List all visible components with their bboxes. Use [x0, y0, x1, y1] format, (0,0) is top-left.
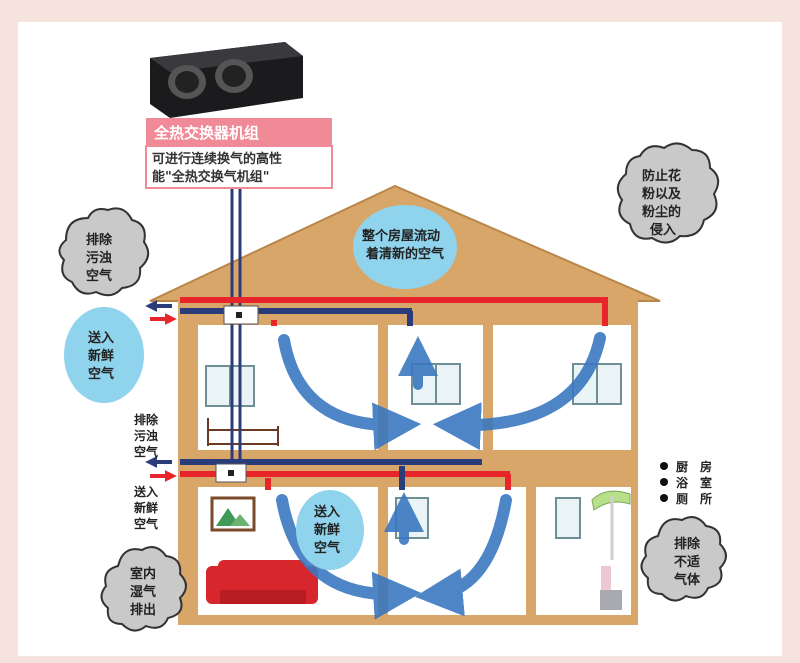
bubble-house-line2: 着清新的空气: [365, 246, 444, 262]
sofa: [206, 560, 318, 604]
heat-exchanger-unit: [150, 42, 303, 118]
legend-dot-1: [660, 462, 668, 470]
bed: [207, 418, 279, 446]
bubble-exhaust-line3: 空气: [86, 268, 112, 284]
bubble-pollen-line4: 侵入: [649, 222, 676, 238]
bubble-indoor-humid: 室内 湿气 排出: [100, 546, 187, 632]
side-supply-line3: 空气: [134, 516, 158, 531]
window-lower-right: [555, 497, 581, 539]
bubble-remove-gas: 排除 不适 气体: [640, 516, 727, 602]
bubble-room-line1: 送入: [313, 504, 340, 520]
legend-1-c1: 厨: [676, 459, 688, 474]
legend-2-c2: 室: [700, 475, 712, 490]
side-supply-line2: 新鲜: [134, 500, 158, 515]
side-exhaust-line1: 排除: [134, 412, 159, 427]
legend-dot-3: [660, 494, 668, 502]
ducts: [145, 180, 608, 490]
side-exhaust-line2: 污浊: [134, 428, 158, 443]
bubble-exhaust-line2: 污浊: [86, 250, 112, 266]
bubble-pollen-line1: 防止花: [642, 168, 681, 184]
bathroom-fixtures: [591, 490, 631, 610]
legend-dot-2: [660, 478, 668, 486]
airflow-upper-left: [278, 334, 422, 451]
bubble-humid-line3: 排出: [130, 602, 156, 618]
side-supply-line1: 送入: [133, 484, 158, 499]
bubble-room-line2: 新鲜: [314, 522, 340, 538]
unit-label-title: 全热交换器机组: [153, 124, 259, 142]
bubble-gas-line1: 排除: [674, 536, 701, 552]
airflow-upper-right: [432, 332, 606, 451]
bubble-humid-line1: 室内: [130, 566, 156, 582]
room-legend: 厨 房 浴 室 厕 所: [660, 459, 712, 506]
side-exhaust-line3: 空气: [134, 444, 158, 459]
bubble-pollen: 防止花 粉以及 粉尘的 侵入: [616, 142, 720, 244]
bubble-gas-line2: 不适: [674, 554, 700, 570]
side-label-supply: 送入 新鲜 空气: [133, 484, 158, 531]
bubble-pollen-line3: 粉尘的: [642, 204, 681, 220]
legend-1-c2: 房: [700, 459, 712, 474]
bubble-whole-house: 整个房屋流动 着清新的空气: [353, 205, 457, 289]
legend-3-c1: 厕: [676, 491, 688, 506]
unit-label-desc-box: [145, 145, 333, 189]
bubble-room-line3: 空气: [314, 540, 340, 556]
unit-label-desc-line1: 可进行连续换气的高性: [152, 151, 282, 167]
bubble-room-supply: 送入 新鲜 空气: [296, 490, 364, 570]
airflow-lower-right: [414, 494, 512, 617]
legend-3-c2: 所: [700, 491, 712, 506]
bubble-exhaust-dirty: 排除 污浊 空气: [58, 207, 150, 297]
airflow-arrows: [276, 332, 606, 620]
legend-2-c1: 浴: [676, 475, 689, 490]
picture-frame: [210, 496, 256, 532]
bubble-supply-line1: 送入: [87, 330, 114, 346]
unit-label-title-box: [146, 118, 332, 146]
bubble-supply-fresh: 送入 新鲜 空气: [64, 307, 144, 403]
bubble-house-line1: 整个房屋流动: [361, 228, 440, 244]
bubble-supply-line2: 新鲜: [88, 348, 114, 364]
bubble-pollen-line2: 粉以及: [642, 186, 682, 202]
side-label-exhaust: 排除 污浊 空气: [134, 412, 159, 459]
bubble-supply-line3: 空气: [88, 366, 114, 382]
airflow-lower-left: [276, 494, 422, 620]
bubble-gas-line3: 气体: [674, 572, 701, 588]
bubble-exhaust-line1: 排除: [86, 232, 113, 248]
unit-label-desc-line2: 能"全热交换气机组": [152, 169, 270, 185]
bubble-humid-line2: 湿气: [130, 584, 156, 600]
unit-label: 全热交换器机组 可进行连续换气的高性 能"全热交换气机组": [145, 118, 333, 189]
